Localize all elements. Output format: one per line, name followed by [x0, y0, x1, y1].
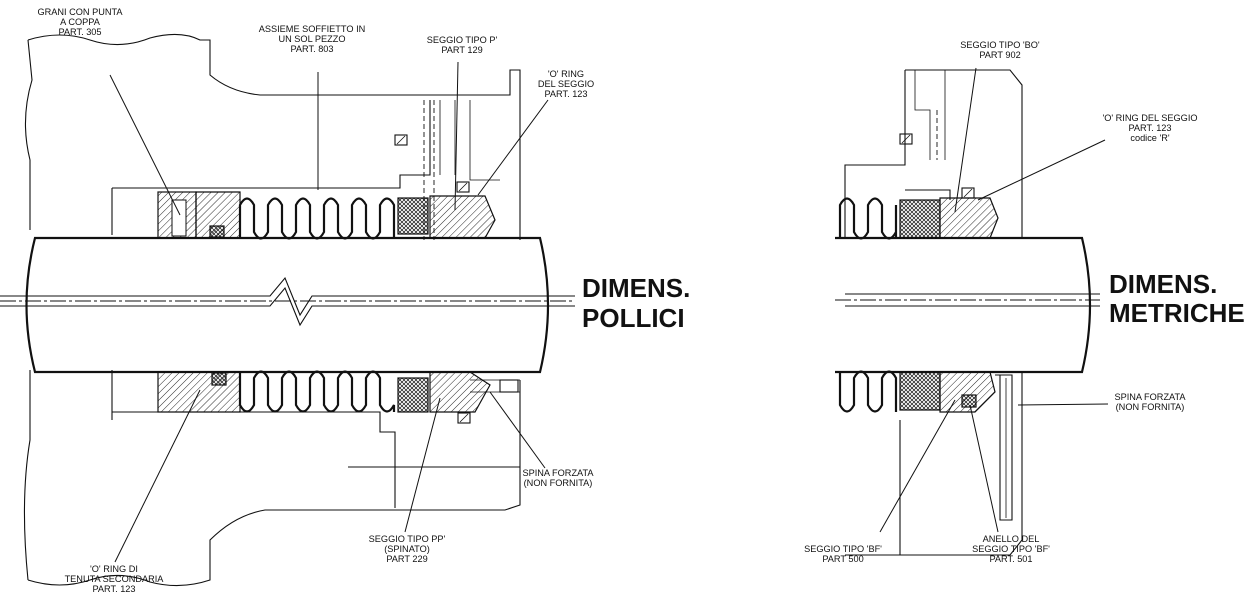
svg-text:UN SOL PEZZO: UN SOL PEZZO: [278, 34, 345, 44]
svg-text:SEGGIO TIPO PP': SEGGIO TIPO PP': [369, 534, 446, 544]
svg-text:SPINA FORZATA: SPINA FORZATA: [522, 468, 594, 478]
svg-text:PART. 305: PART. 305: [58, 27, 101, 37]
left-label-secondary-oring: 'O' RING DI TENUTA SECONDARIA PART. 123: [65, 564, 165, 594]
left-label-bellows: ASSIEME SOFFIETTO IN UN SOL PEZZO PART. …: [259, 24, 366, 54]
right-label-seat-oring-r: 'O' RING DEL SEGGIO PART. 123 codice 'R': [1102, 113, 1197, 143]
svg-text:'O' RING: 'O' RING: [548, 69, 584, 79]
svg-text:SEGGIO TIPO 'BF': SEGGIO TIPO 'BF': [804, 544, 882, 554]
left-shaft: [25, 236, 550, 374]
svg-text:PART 129: PART 129: [441, 45, 482, 55]
svg-text:DIMENS.: DIMENS.: [1109, 269, 1217, 299]
svg-text:SEGGIO TIPO P': SEGGIO TIPO P': [427, 35, 498, 45]
svg-text:SEGGIO TIPO 'BO': SEGGIO TIPO 'BO': [960, 40, 1040, 50]
svg-text:PART 500: PART 500: [822, 554, 863, 564]
right-heading: DIMENS. METRICHE: [1109, 269, 1245, 328]
svg-text:'O' RING DI: 'O' RING DI: [90, 564, 138, 574]
svg-text:PART. 803: PART. 803: [290, 44, 333, 54]
svg-text:codice 'R': codice 'R': [1130, 133, 1169, 143]
left-label-seat-p: SEGGIO TIPO P' PART 129: [427, 35, 498, 55]
svg-text:METRICHE: METRICHE: [1109, 298, 1245, 328]
svg-text:ANELLO DEL: ANELLO DEL: [983, 534, 1040, 544]
svg-text:(SPINATO): (SPINATO): [384, 544, 430, 554]
right-shaft: [835, 236, 1092, 374]
svg-text:PART. 123: PART. 123: [1128, 123, 1171, 133]
svg-text:GRANI CON PUNTA: GRANI CON PUNTA: [37, 7, 123, 17]
left-label-pin: SPINA FORZATA (NON FORNITA): [522, 468, 594, 488]
svg-text:ASSIEME SOFFIETTO IN: ASSIEME SOFFIETTO IN: [259, 24, 366, 34]
svg-text:PART. 501: PART. 501: [989, 554, 1032, 564]
right-label-seat-bf-ring: ANELLO DEL SEGGIO TIPO 'BF' PART. 501: [972, 534, 1050, 564]
right-label-seat-bo: SEGGIO TIPO 'BO' PART 902: [960, 40, 1040, 60]
right-label-seat-bf: SEGGIO TIPO 'BF' PART 500: [804, 544, 882, 564]
svg-text:PART. 123: PART. 123: [92, 584, 135, 594]
svg-text:SPINA FORZATA: SPINA FORZATA: [1114, 392, 1186, 402]
svg-text:DIMENS.: DIMENS.: [582, 273, 690, 303]
right-label-pin: SPINA FORZATA (NON FORNITA): [1114, 392, 1186, 412]
left-seal-view: [0, 33, 575, 587]
right-gland-outline: [905, 69, 1023, 238]
svg-text:(NON FORNITA): (NON FORNITA): [524, 478, 593, 488]
left-label-seat-pp: SEGGIO TIPO PP' (SPINATO) PART 229: [369, 534, 446, 564]
left-label-seat-oring: 'O' RING DEL SEGGIO PART. 123: [538, 69, 594, 99]
left-heading: DIMENS. POLLICI: [582, 273, 690, 333]
left-gland-outline: [27, 33, 521, 240]
svg-text:A COPPA: A COPPA: [60, 17, 101, 27]
svg-text:SEGGIO TIPO 'BF': SEGGIO TIPO 'BF': [972, 544, 1050, 554]
svg-text:TENUTA SECONDARIA: TENUTA SECONDARIA: [65, 574, 165, 584]
left-bellows-bottom: [238, 370, 396, 413]
left-label-set-screws: GRANI CON PUNTA A COPPA PART. 305: [37, 7, 123, 37]
svg-text:PART 229: PART 229: [386, 554, 427, 564]
right-seal-view: [835, 67, 1109, 556]
svg-text:PART. 123: PART. 123: [544, 89, 587, 99]
svg-text:(NON FORNITA): (NON FORNITA): [1116, 402, 1185, 412]
svg-text:PART 902: PART 902: [979, 50, 1020, 60]
svg-text:POLLICI: POLLICI: [582, 303, 685, 333]
svg-text:DEL SEGGIO: DEL SEGGIO: [538, 79, 594, 89]
left-bellows-top: [238, 197, 396, 240]
svg-text:'O' RING DEL SEGGIO: 'O' RING DEL SEGGIO: [1102, 113, 1197, 123]
